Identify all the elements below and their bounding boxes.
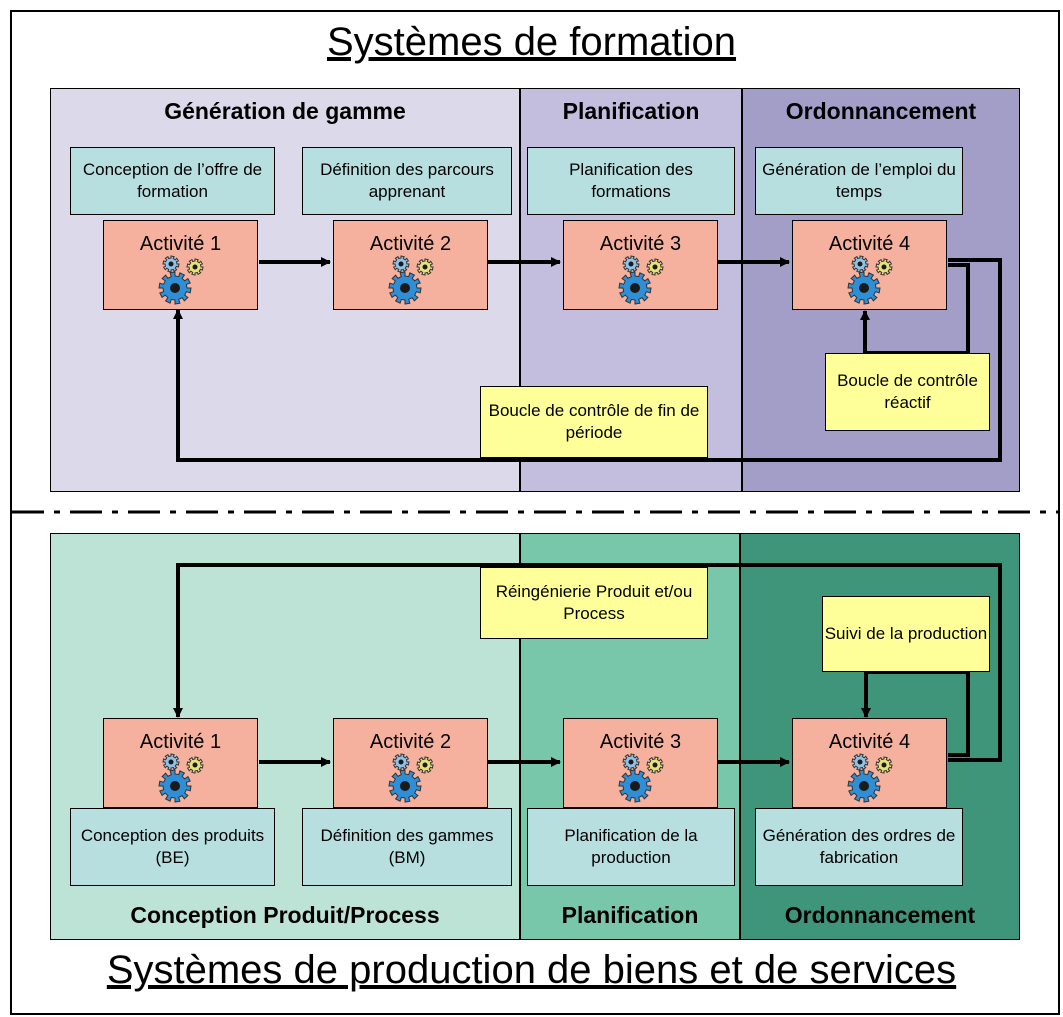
bottom-note-followup: Suivi de la production	[822, 596, 990, 672]
bottom-activity-2: Activité 2	[333, 718, 488, 808]
bottom-zone-label-conception: Conception Produit/Process	[130, 902, 440, 928]
top-activity-2-label: Activité 2	[369, 233, 452, 255]
top-description-3: Planification des formations	[527, 147, 735, 215]
top-activity-2: Activité 2	[333, 220, 488, 310]
gears-icon	[847, 255, 893, 305]
bottom-description-2: Définition des gammes (BM)	[302, 808, 512, 886]
top-zone-label-planification: Planification	[562, 98, 700, 124]
gears-icon	[388, 753, 434, 803]
top-activity-4-label: Activité 4	[828, 233, 911, 255]
bottom-note-reengineering: Réingénierie Produit et/ou Process	[480, 567, 708, 639]
top-title: Systèmes de formation	[326, 20, 737, 64]
gears-icon	[618, 255, 664, 305]
bottom-zone-label-ordonnancement: Ordonnancement	[784, 902, 976, 928]
top-loop-period	[173, 258, 1002, 462]
bottom-activity-1-label: Activité 1	[139, 731, 222, 753]
bottom-activity-2-label: Activité 2	[369, 731, 452, 753]
top-zone-label-ordonnancement: Ordonnancement	[785, 98, 977, 124]
bottom-loop-followup	[861, 670, 970, 757]
bottom-title: Systèmes de production de biens et de se…	[106, 948, 957, 992]
gears-icon	[847, 753, 893, 803]
gears-icon	[618, 753, 664, 803]
top-note-reactive-loop: Boucle de contrôle réactif	[825, 353, 990, 431]
bottom-description-1: Conception des produits (BE)	[70, 808, 275, 886]
top-activity-3: Activité 3	[563, 220, 718, 310]
bottom-activity-4-label: Activité 4	[828, 731, 911, 753]
gears-icon	[158, 255, 204, 305]
top-activity-1-label: Activité 1	[139, 233, 222, 255]
top-description-4: Génération de l’emploi du temps	[755, 147, 963, 215]
top-zone-label-generation: Génération de gamme	[164, 98, 406, 124]
top-activity-3-label: Activité 3	[599, 233, 682, 255]
top-activity-4: Activité 4	[792, 220, 947, 310]
bottom-activity-1: Activité 1	[103, 718, 258, 808]
bottom-activity-3-label: Activité 3	[599, 731, 682, 753]
bottom-description-4: Génération des ordres de fabrication	[755, 808, 963, 886]
gears-icon	[158, 753, 204, 803]
bottom-zone-label-planification: Planification	[561, 902, 699, 928]
gears-icon	[388, 255, 434, 305]
top-activity-1: Activité 1	[103, 220, 258, 310]
bottom-activity-4: Activité 4	[792, 718, 947, 808]
bottom-loop-reengineering	[173, 563, 1002, 762]
top-description-1: Conception de l’offre de formation	[70, 147, 275, 215]
bottom-description-3: Planification de la production	[527, 808, 735, 886]
top-description-2: Définition des parcours apprenant	[302, 147, 512, 215]
top-note-period-loop: Boucle de contrôle de fin de période	[480, 386, 708, 458]
bottom-activity-3: Activité 3	[563, 718, 718, 808]
